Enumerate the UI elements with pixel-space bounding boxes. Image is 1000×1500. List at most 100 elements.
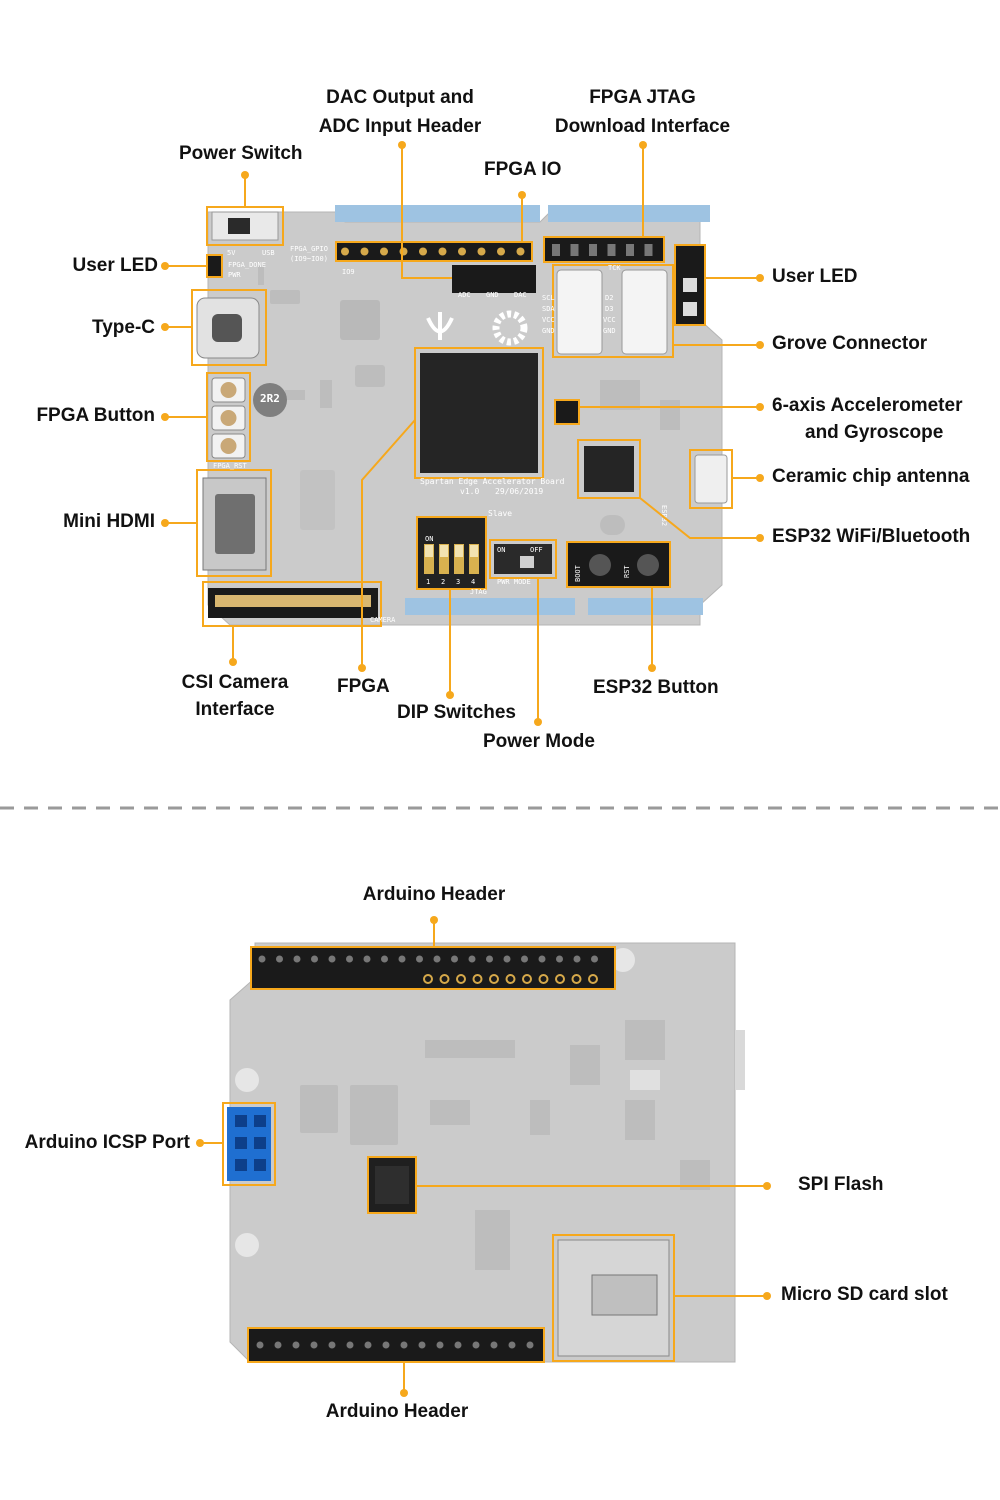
silk-fpga-rst: FPGA_RST <box>213 462 248 470</box>
label-dac-adc-line2: ADC Input Header <box>318 116 482 137</box>
arduino-bottom-pin <box>436 1341 444 1349</box>
silk-pm-on: ON <box>497 546 505 554</box>
icsp-pin <box>235 1159 247 1171</box>
fpga-io-box <box>335 241 533 262</box>
arduino-bottom-pin <box>256 1341 264 1349</box>
fpga-chip-box <box>414 347 544 479</box>
arduino-bottom-pin <box>472 1341 480 1349</box>
dip-number: 1 <box>426 578 430 586</box>
label-csi-line1: CSI Camera <box>181 672 289 693</box>
arduino-top-pin-row2 <box>588 974 598 984</box>
arduino-header-top-pins <box>258 955 598 984</box>
arduino-top-pin-row1 <box>328 955 336 963</box>
arduino-header-bottom-box <box>247 1327 545 1363</box>
label-imu-line2: and Gyroscope <box>805 422 944 443</box>
jtag-pin <box>552 244 560 256</box>
arduino-bottom-pin <box>490 1341 498 1349</box>
fpga-button-cap <box>220 410 237 426</box>
bottom-leaders <box>200 920 767 1393</box>
dip-switches <box>424 544 479 574</box>
dip-switch-knob <box>440 545 448 557</box>
silk-rst: RST <box>623 565 631 578</box>
dip-switch-lever <box>424 544 434 574</box>
arduino-top-pin-row1 <box>538 955 546 963</box>
label-csi-line2: Interface <box>195 699 275 720</box>
label-dip-switches: DIP Switches <box>397 702 516 723</box>
label-type-c: Type-C <box>92 317 155 338</box>
fpga-io-pin <box>380 247 388 256</box>
silk-gnd-header: GND <box>486 291 499 299</box>
arduino-bottom-pin <box>292 1341 300 1349</box>
esp32-rst-button <box>637 554 659 576</box>
grove-connector-1 <box>556 269 603 355</box>
silk-fpga-done: FPGA_DONE <box>228 261 266 269</box>
silk-boot: BOOT <box>574 564 582 582</box>
jtag-header-box <box>543 236 665 263</box>
arduino-top-pin-row1 <box>311 955 318 963</box>
label-grove-connector: Grove Connector <box>772 333 928 354</box>
silk-title: Spartan Edge Accelerator Board <box>420 477 565 486</box>
bottom-leader-dots <box>196 916 771 1397</box>
arduino-top-pin-row1 <box>398 955 406 963</box>
top-board: 5V USB FPGA_DONE PWR FPGA_GPIO (IO9~IO0)… <box>161 141 764 726</box>
label-power-switch: Power Switch <box>179 143 303 164</box>
label-arduino-header-top: Arduino Header <box>362 884 506 905</box>
silk-adc: ADC <box>458 291 471 299</box>
dac-adc-header <box>452 265 536 293</box>
silk-vcc-right: VCC <box>603 316 616 324</box>
silk-sda: SDA <box>542 305 555 313</box>
dip-switch-lever <box>469 544 479 574</box>
jtag-pins <box>552 244 653 256</box>
micro-sd-contacts <box>591 1274 658 1316</box>
dip-switch-knob <box>470 545 478 557</box>
blue-header-top-right <box>548 205 710 222</box>
imu-chip-box <box>554 399 580 425</box>
arduino-bottom-pin <box>382 1341 390 1349</box>
label-fpga: FPGA <box>337 676 390 697</box>
jtag-pin <box>589 244 597 256</box>
silk-version: v1.0 <box>460 487 479 496</box>
blue-header-bottom-right <box>588 598 703 615</box>
arduino-top-pin-row2 <box>439 974 450 984</box>
silk-slave: Slave <box>488 509 512 518</box>
arduino-top-pin-row1 <box>363 955 371 963</box>
fpga-io-pin <box>516 247 525 256</box>
mini-hdmi-port <box>215 494 255 554</box>
icsp-pin <box>254 1115 266 1127</box>
arduino-header-bottom-pins <box>256 1341 534 1349</box>
spi-flash-chip <box>375 1166 409 1204</box>
arduino-top-pin-row2 <box>472 974 483 984</box>
label-mini-hdmi: Mini HDMI <box>63 511 155 532</box>
grove-connector-2 <box>621 269 668 355</box>
arduino-top-pin-row1 <box>573 955 581 963</box>
user-led-right-1 <box>683 278 697 292</box>
arduino-top-pin-row1 <box>276 955 283 963</box>
dip-number: 4 <box>471 578 475 586</box>
arduino-top-pin-row1 <box>591 955 598 963</box>
brand-logo <box>426 312 454 340</box>
blue-header-bottom-left <box>405 598 575 615</box>
power-switch-knob <box>228 218 250 234</box>
arduino-top-pin-row1 <box>381 955 388 963</box>
silk-pwr: PWR <box>228 271 241 279</box>
fpga-buttons <box>211 377 246 459</box>
power-mode-knob <box>520 556 534 568</box>
dip-number: 3 <box>456 578 460 586</box>
silk-io9: IO9 <box>342 268 355 276</box>
arduino-top-pin-row1 <box>293 955 301 963</box>
label-ceramic-antenna: Ceramic chip antenna <box>772 466 970 487</box>
label-fpga-io: FPGA IO <box>484 159 562 180</box>
jtag-pin <box>570 244 579 256</box>
dip-switch-knob <box>455 545 463 557</box>
arduino-bottom-pin <box>346 1341 354 1349</box>
arduino-bottom-pin <box>526 1341 534 1349</box>
silk-scl: SCL <box>542 294 555 302</box>
csi-camera-slot <box>215 595 371 607</box>
arduino-top-pin-row2 <box>555 974 565 984</box>
pcb-details <box>258 265 680 535</box>
label-esp32-button: ESP32 Button <box>593 677 719 698</box>
silk-pm-off: OFF <box>530 546 543 554</box>
top-leader-dots <box>161 141 764 726</box>
arduino-top-pin-row1 <box>486 955 493 963</box>
